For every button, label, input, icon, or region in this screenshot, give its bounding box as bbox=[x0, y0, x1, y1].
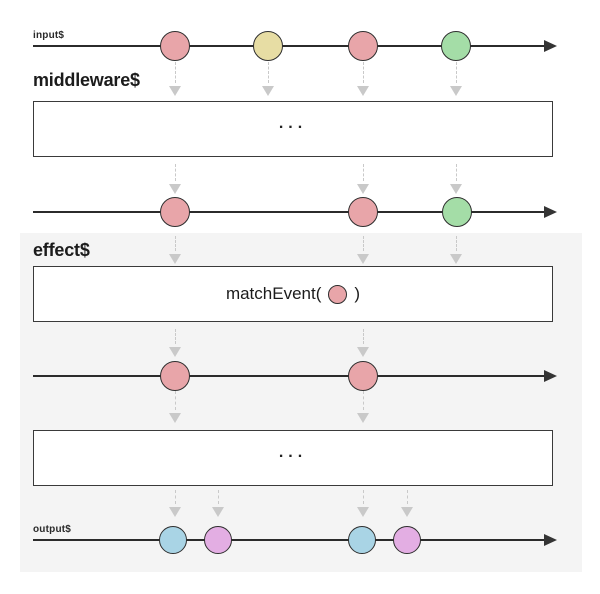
match-event-marble-icon bbox=[328, 284, 348, 304]
effect-input-stream bbox=[33, 361, 557, 391]
middleware-box-ellipsis: ... bbox=[278, 115, 308, 132]
down-arrow-icon bbox=[357, 164, 369, 194]
down-arrow-icon bbox=[450, 236, 462, 264]
marble-pink bbox=[160, 361, 190, 391]
down-arrow-icon bbox=[212, 490, 224, 517]
down-arrow-icon bbox=[357, 236, 369, 264]
down-arrow-icon bbox=[169, 62, 181, 96]
match-event-box: matchEvent( ) bbox=[33, 266, 553, 322]
output-stream bbox=[33, 525, 557, 555]
down-arrow-icon bbox=[357, 490, 369, 517]
down-arrow-icon bbox=[169, 490, 181, 517]
input-stream-label: input$ bbox=[33, 30, 65, 41]
input-stream bbox=[33, 31, 557, 61]
middleware-output-stream bbox=[33, 197, 557, 227]
match-event-expression: matchEvent( ) bbox=[226, 284, 360, 304]
marble-blue bbox=[348, 526, 376, 554]
marble-green bbox=[442, 197, 472, 227]
arrowhead-icon bbox=[544, 533, 557, 546]
marble-violet bbox=[393, 526, 421, 554]
effect-label: effect$ bbox=[33, 240, 90, 260]
down-arrow-icon bbox=[262, 62, 274, 96]
middleware-label: middleware$ bbox=[33, 70, 140, 90]
down-arrow-icon bbox=[169, 391, 181, 423]
down-arrow-icon bbox=[357, 62, 369, 96]
stream-line bbox=[33, 375, 545, 377]
output-stream-label: output$ bbox=[33, 524, 72, 535]
down-arrow-icon bbox=[357, 329, 369, 357]
down-arrow-icon bbox=[450, 164, 462, 194]
arrowhead-icon bbox=[544, 369, 557, 382]
down-arrow-icon bbox=[401, 490, 413, 517]
stream-line bbox=[33, 45, 545, 47]
marble-blue bbox=[159, 526, 187, 554]
marble-pink bbox=[348, 197, 378, 227]
marble-pink bbox=[160, 31, 190, 61]
arrowhead-icon bbox=[544, 39, 557, 52]
stream-line bbox=[33, 211, 545, 213]
effect-inner-box: ... bbox=[33, 430, 553, 486]
down-arrow-icon bbox=[169, 164, 181, 194]
marble-khaki bbox=[253, 31, 283, 61]
marble-pink bbox=[348, 361, 378, 391]
marble-pink bbox=[348, 31, 378, 61]
match-event-close: ) bbox=[354, 284, 361, 303]
middleware-box: ... bbox=[33, 101, 553, 157]
marble-green bbox=[441, 31, 471, 61]
down-arrow-icon bbox=[357, 391, 369, 423]
effect-inner-box-ellipsis: ... bbox=[278, 444, 308, 461]
marble-pink bbox=[160, 197, 190, 227]
stream-line bbox=[33, 539, 545, 541]
down-arrow-icon bbox=[169, 236, 181, 264]
down-arrow-icon bbox=[450, 62, 462, 96]
arrowhead-icon bbox=[544, 205, 557, 218]
match-event-open: matchEvent( bbox=[225, 284, 322, 303]
marble-violet bbox=[204, 526, 232, 554]
down-arrow-icon bbox=[169, 329, 181, 357]
